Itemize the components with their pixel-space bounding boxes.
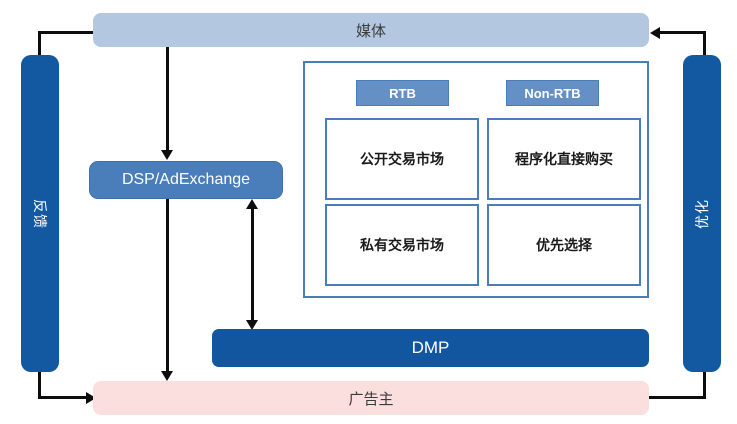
arrow-optimize-to-media bbox=[650, 27, 660, 39]
connector-optimize-riser bbox=[703, 31, 706, 61]
advertiser-bar[interactable]: 广告主 bbox=[93, 381, 649, 415]
cell-private-exchange[interactable]: 私有交易市场 bbox=[325, 204, 479, 286]
connector-feedback-to-advertiser bbox=[38, 396, 88, 399]
connector-advertiser-to-optimize bbox=[645, 396, 706, 399]
dmp-bar[interactable]: DMP bbox=[212, 329, 649, 367]
cell-open-exchange-label: 公开交易市场 bbox=[360, 151, 444, 167]
chip-non-rtb-label: Non-RTB bbox=[524, 85, 581, 101]
optimize-bar-label: 优化 bbox=[694, 198, 710, 229]
connector-dsp-to-advertiser bbox=[166, 199, 169, 372]
cell-programmatic-direct[interactable]: 程序化直接购买 bbox=[487, 118, 641, 200]
media-bar[interactable]: 媒体 bbox=[93, 13, 649, 47]
chip-rtb[interactable]: RTB bbox=[356, 80, 449, 106]
connector-media-to-dsp bbox=[166, 47, 169, 151]
cell-private-exchange-label: 私有交易市场 bbox=[360, 237, 444, 253]
feedback-bar-label: 反馈 bbox=[32, 198, 48, 229]
cell-preferred-deal-label: 优先选择 bbox=[536, 237, 592, 253]
dsp-adexchange-box[interactable]: DSP/AdExchange bbox=[89, 161, 283, 199]
connector-feedback-to-media bbox=[38, 31, 96, 34]
arrow-dsp-dmp-up bbox=[246, 199, 258, 209]
arrow-dsp-dmp-down bbox=[246, 320, 258, 330]
dsp-adexchange-label: DSP/AdExchange bbox=[121, 171, 251, 188]
arrow-dsp-to-advertiser bbox=[161, 371, 173, 381]
connector-feedback-riser bbox=[38, 31, 41, 61]
connector-optimize-to-media bbox=[659, 31, 706, 34]
arrow-feedback-to-advertiser bbox=[86, 392, 96, 404]
cell-open-exchange[interactable]: 公开交易市场 bbox=[325, 118, 479, 200]
arrow-media-to-dsp bbox=[161, 150, 173, 160]
chip-non-rtb[interactable]: Non-RTB bbox=[506, 80, 599, 106]
chip-rtb-label: RTB bbox=[389, 85, 416, 101]
connector-feedback-descender bbox=[38, 366, 41, 399]
connector-optimize-descender bbox=[703, 366, 706, 399]
cell-preferred-deal[interactable]: 优先选择 bbox=[487, 204, 641, 286]
media-bar-label: 媒体 bbox=[355, 22, 386, 40]
feedback-bar[interactable]: 反馈 bbox=[21, 55, 59, 372]
optimize-bar[interactable]: 优化 bbox=[683, 55, 721, 372]
cell-programmatic-direct-label: 程序化直接购买 bbox=[515, 151, 613, 167]
dmp-bar-label: DMP bbox=[411, 338, 450, 357]
connector-dsp-to-dmp bbox=[251, 208, 254, 321]
advertiser-bar-label: 广告主 bbox=[348, 390, 394, 408]
